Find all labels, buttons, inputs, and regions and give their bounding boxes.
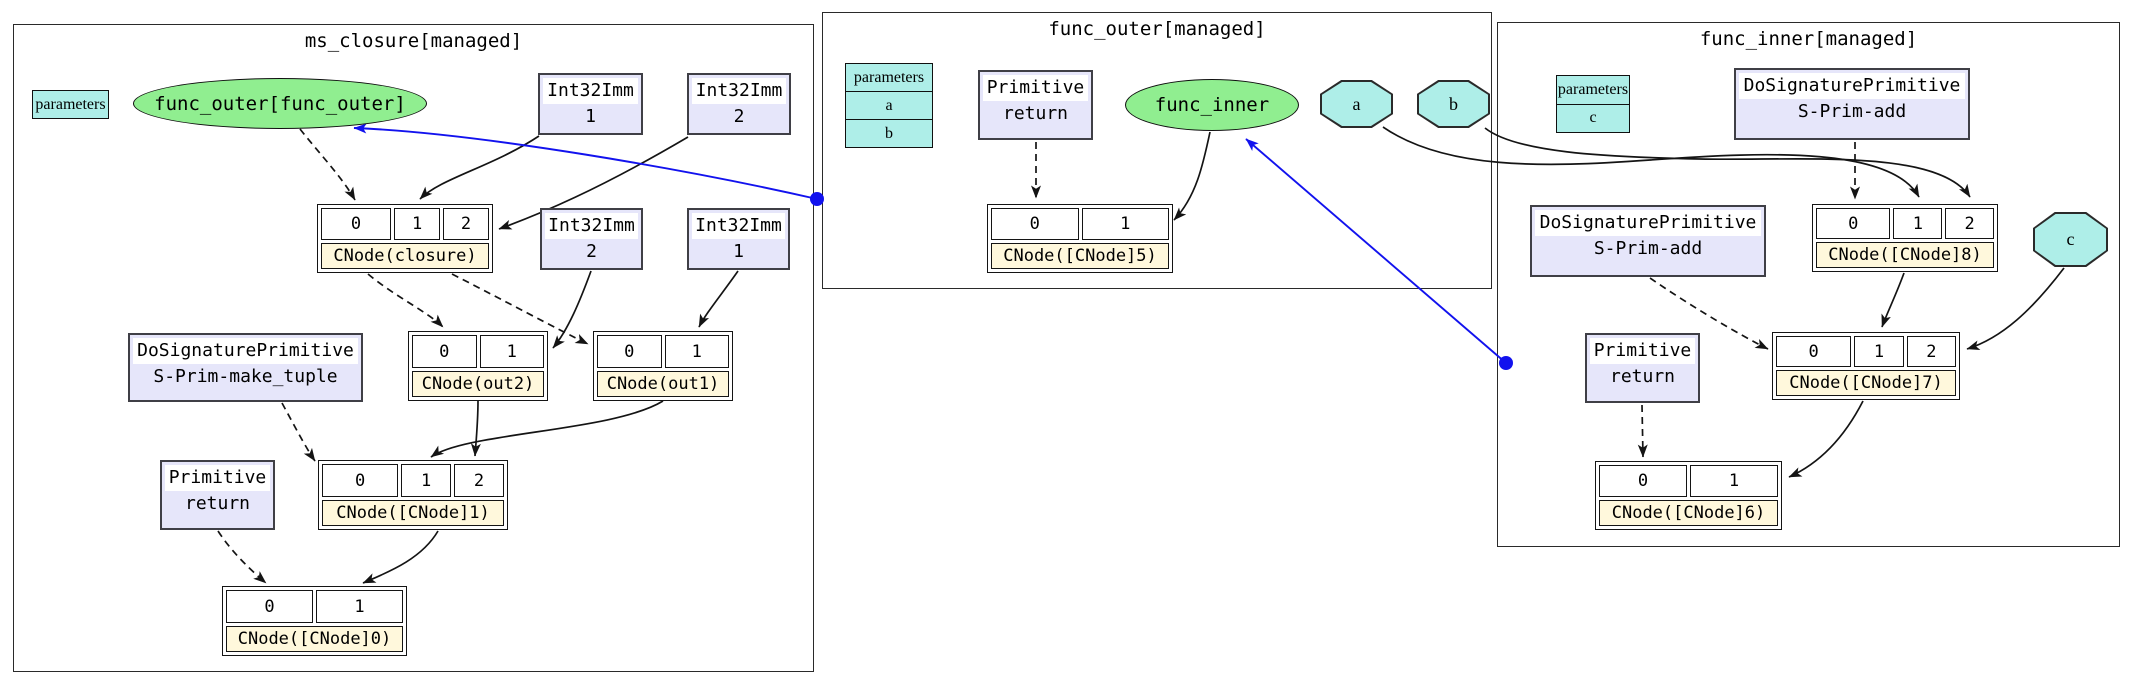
value-node-type: DoSignaturePrimitive — [1535, 210, 1761, 236]
func-inner-ellipse-node: func_inner — [1125, 79, 1299, 131]
parameter-row-b: b — [846, 119, 932, 147]
param-c-octagon: c — [2033, 212, 2108, 267]
cnode-0-record: 0 1 CNode([CNode]0) — [222, 586, 407, 656]
parameters-header: parameters — [33, 91, 108, 118]
param-a-label: a — [1322, 82, 1391, 126]
cnode-1-port-0: 0 — [322, 464, 399, 497]
parameters-table-func-outer: parameters a b — [845, 63, 933, 148]
int32imm-2-mid-node: Int32Imm 2 — [540, 208, 643, 270]
parameters-table-ms-closure: parameters — [32, 90, 109, 119]
cnode-7-label: CNode([CNode]7) — [1776, 370, 1956, 396]
func-outer-ellipse-node: func_outer[func_outer] — [133, 78, 427, 129]
cnode-6-label: CNode([CNode]6) — [1599, 500, 1778, 526]
cnode-6-port-1: 1 — [1690, 465, 1778, 497]
cnode-7-port-2: 2 — [1906, 336, 1957, 367]
cnode-out1-label: CNode(out1) — [597, 371, 729, 397]
dosig-add-top-node: DoSignaturePrimitive S-Prim-add — [1734, 68, 1970, 140]
cnode-out2-label: CNode(out2) — [412, 371, 544, 397]
value-node-type: Int32Imm — [692, 213, 785, 239]
cnode-8-port-0: 0 — [1816, 208, 1891, 239]
cluster-title-func-outer: func_outer[managed] — [1048, 18, 1266, 40]
cnode-closure-port-2: 2 — [443, 208, 489, 240]
cnode-0-port-0: 0 — [226, 590, 313, 623]
cnode-6-port-0: 0 — [1599, 465, 1687, 497]
cnode-out2-port-0: 0 — [412, 335, 477, 368]
value-node-type: Primitive — [983, 75, 1088, 101]
cnode-out1-port-0: 0 — [597, 335, 662, 368]
cnode-5-port-1: 1 — [1081, 208, 1169, 240]
parameter-row-a: a — [846, 91, 932, 119]
primitive-return-outer-node: Primitive return — [978, 70, 1093, 140]
cnode-1-record: 0 1 2 CNode([CNode]1) — [318, 460, 508, 530]
cnode-0-port-1: 1 — [316, 590, 403, 623]
cnode-5-record: 0 1 CNode([CNode]5) — [987, 204, 1173, 273]
func-inner-ellipse-label: func_inner — [1154, 94, 1270, 116]
cnode-6-record: 0 1 CNode([CNode]6) — [1595, 461, 1782, 530]
cnode-closure-record: 0 1 2 CNode(closure) — [317, 204, 493, 273]
int32imm-1-top-node: Int32Imm 1 — [538, 73, 643, 135]
param-b-label: b — [1419, 82, 1488, 126]
cnode-8-port-1: 1 — [1893, 208, 1943, 239]
cnode-closure-port-0: 0 — [321, 208, 392, 240]
param-c-label: c — [2035, 214, 2106, 265]
dosig-make-tuple-node: DoSignaturePrimitive S-Prim-make_tuple — [128, 333, 363, 402]
cnode-5-port-0: 0 — [991, 208, 1079, 240]
value-node-type: Int32Imm — [543, 78, 638, 104]
int32imm-2-top-node: Int32Imm 2 — [687, 73, 791, 135]
value-node-type: Primitive — [1590, 338, 1695, 364]
parameters-table-func-inner: parameters c — [1556, 75, 1630, 133]
value-node-type: Int32Imm — [692, 78, 786, 104]
cnode-7-record: 0 1 2 CNode([CNode]7) — [1772, 332, 1960, 400]
cluster-title-func-inner: func_inner[managed] — [1699, 28, 1918, 50]
func-outer-ellipse-label: func_outer[func_outer] — [154, 92, 406, 115]
cnode-8-record: 0 1 2 CNode([CNode]8) — [1812, 204, 1998, 272]
cluster-title-ms-closure: ms_closure[managed] — [304, 30, 523, 52]
primitive-return-inner-node: Primitive return — [1585, 333, 1700, 403]
primitive-return-ms-node: Primitive return — [160, 460, 275, 530]
cnode-out2-port-1: 1 — [479, 335, 544, 368]
value-node-type: Primitive — [165, 465, 270, 491]
value-node-type: Int32Imm — [545, 213, 638, 239]
dosig-add-left-node: DoSignaturePrimitive S-Prim-add — [1530, 205, 1766, 277]
param-a-octagon: a — [1320, 80, 1393, 128]
cluster-ms-closure: ms_closure[managed] — [13, 24, 814, 672]
cnode-1-port-2: 2 — [454, 464, 504, 497]
cnode-7-port-1: 1 — [1854, 336, 1904, 367]
value-node-value: return — [1002, 103, 1069, 124]
value-node-type: DoSignaturePrimitive — [133, 338, 358, 364]
parameter-row-c: c — [1557, 103, 1629, 132]
cnode-1-label: CNode([CNode]1) — [322, 500, 504, 526]
cnode-5-label: CNode([CNode]5) — [991, 243, 1169, 269]
cnode-closure-label: CNode(closure) — [321, 243, 489, 269]
cnode-out2-record: 0 1 CNode(out2) — [408, 331, 548, 401]
value-node-value: S-Prim-add — [1797, 101, 1907, 122]
cnode-1-port-1: 1 — [401, 464, 452, 497]
value-node-value: 2 — [586, 241, 597, 262]
param-b-octagon: b — [1417, 80, 1490, 128]
value-node-value: 1 — [585, 106, 596, 127]
cnode-8-port-2: 2 — [1945, 208, 1995, 239]
value-node-type: DoSignaturePrimitive — [1739, 73, 1965, 99]
parameters-header: parameters — [1557, 76, 1629, 104]
cnode-7-port-0: 0 — [1776, 336, 1852, 367]
cnode-closure-port-1: 1 — [394, 208, 441, 240]
value-node-value: S-Prim-add — [1593, 238, 1703, 259]
value-node-value: 1 — [733, 241, 744, 262]
cnode-0-label: CNode([CNode]0) — [226, 626, 403, 652]
parameters-header: parameters — [846, 64, 932, 91]
cnode-out1-port-1: 1 — [664, 335, 729, 368]
value-node-value: S-Prim-make_tuple — [153, 366, 338, 387]
value-node-value: return — [184, 493, 251, 514]
int32imm-1-mid-node: Int32Imm 1 — [687, 208, 790, 270]
value-node-value: return — [1609, 366, 1676, 387]
value-node-value: 2 — [733, 106, 745, 127]
cnode-8-label: CNode([CNode]8) — [1816, 242, 1994, 268]
cnode-out1-record: 0 1 CNode(out1) — [593, 331, 733, 401]
